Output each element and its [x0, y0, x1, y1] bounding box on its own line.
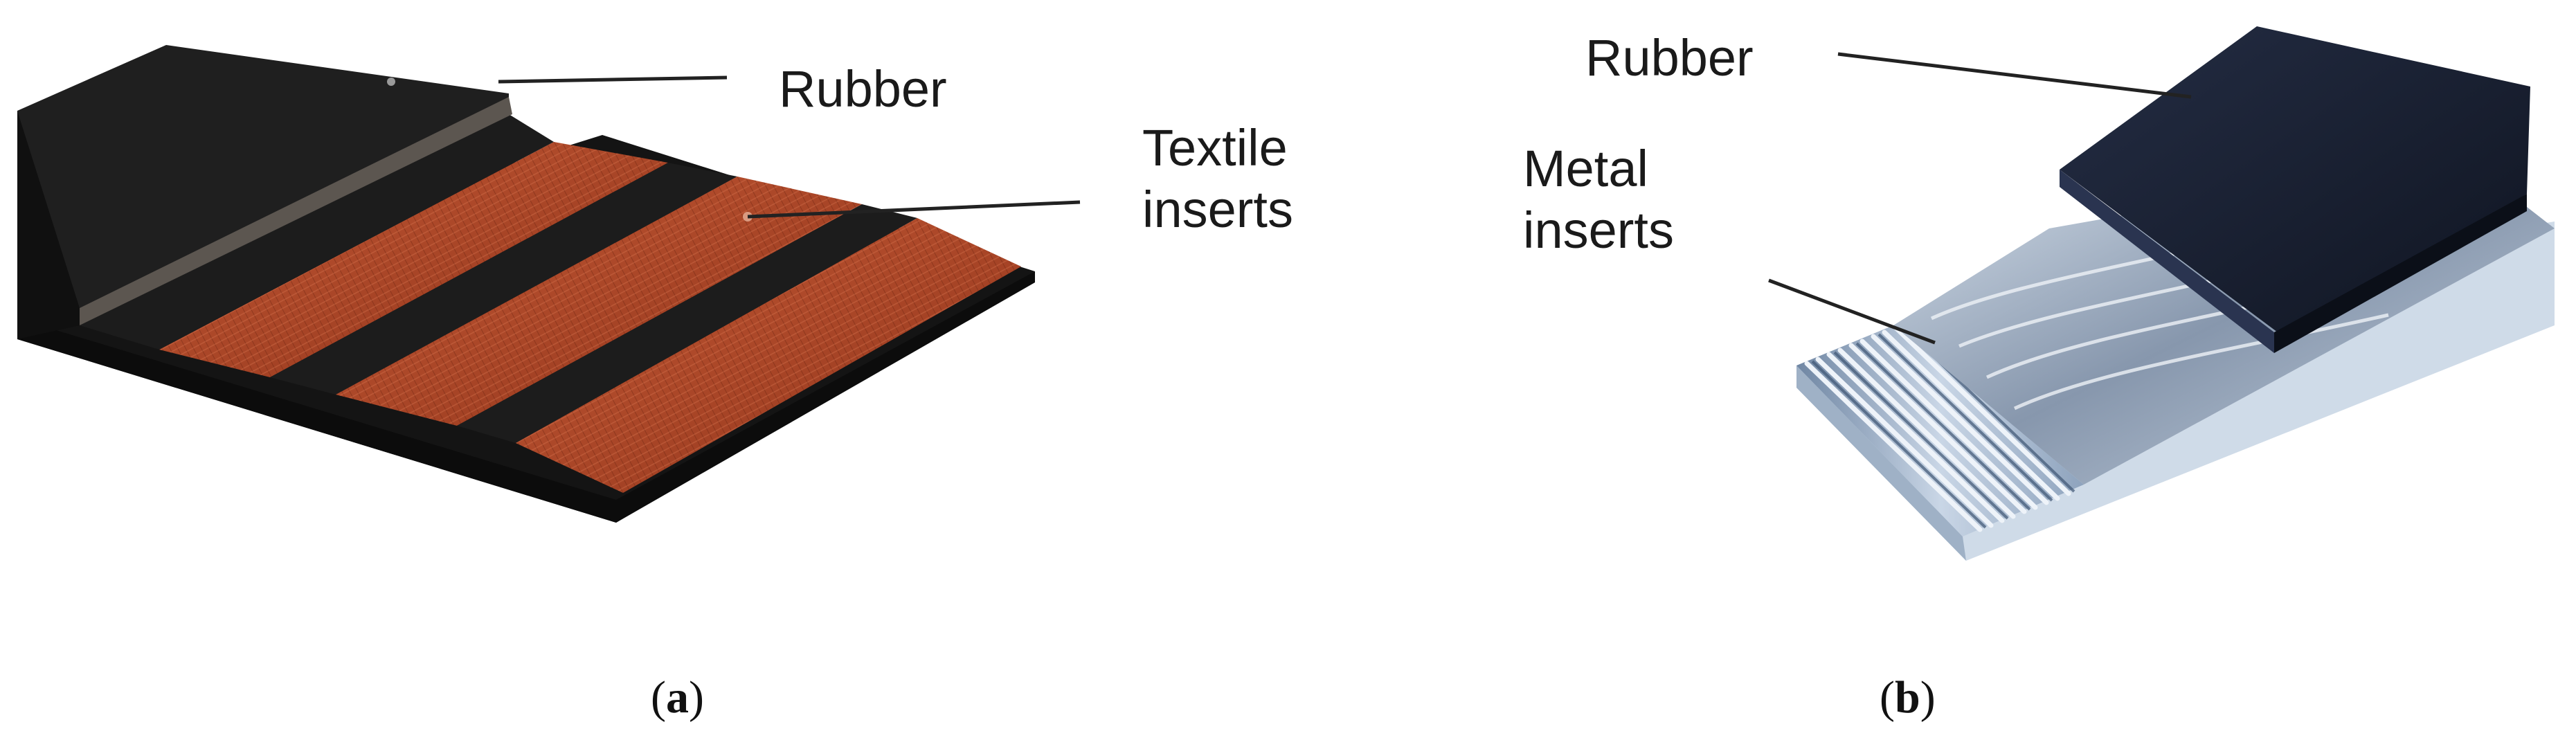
caption-b-letter: b — [1894, 672, 1920, 723]
metal-cord — [1871, 334, 2049, 505]
label-textile-line2: inserts — [1142, 180, 1293, 238]
rubber-gap-2 — [457, 204, 917, 443]
metal-cord — [1804, 361, 1983, 532]
rubber-gap-1 — [270, 163, 737, 395]
rubber-pointer-dot-a — [387, 78, 395, 86]
belt-bottom-front-face — [1796, 366, 1966, 561]
label-textile-line1: Textile — [1142, 119, 1288, 177]
metal-cords — [1804, 325, 2071, 532]
metal-cord — [1859, 339, 2038, 510]
rubber-top-cover-blue-side — [2274, 194, 2527, 353]
label-metal-line1: Metal — [1523, 140, 1648, 197]
label-rubber-a: Rubber — [779, 60, 947, 118]
belt-left-face — [17, 111, 80, 339]
rubber-top-cover-edge — [80, 97, 512, 325]
metal-cord — [1826, 352, 2005, 523]
textile-leader-line — [747, 200, 1081, 219]
metal-cord — [1848, 343, 2027, 514]
metal-cord — [1815, 357, 1994, 528]
steel-cord-belt — [1768, 26, 2555, 561]
caption-a: (a) — [651, 672, 704, 723]
label-metal-inserts: Metal inserts — [1523, 138, 1674, 262]
textile-belt — [17, 45, 1081, 523]
rubber-leader-line-a — [498, 75, 728, 84]
rubber-top-cover-blue-face — [2060, 170, 2274, 353]
textile-ply-1-weave — [159, 142, 668, 377]
rubber-top-cover-blue — [2060, 26, 2530, 350]
label-metal-line2: inserts — [1523, 201, 1674, 259]
label-textile-inserts: Textile inserts — [1142, 118, 1293, 241]
caption-b: (b) — [1880, 672, 1936, 723]
metal-leader-line — [1768, 278, 1936, 345]
metal-cord — [1893, 325, 2071, 496]
textile-ply-3-weave — [516, 218, 1021, 493]
belt-base-edge — [17, 271, 1035, 523]
label-rubber-b: Rubber — [1585, 29, 1754, 87]
textile-ply-2-weave — [336, 177, 862, 426]
rubber-top-cover — [17, 45, 509, 308]
metal-cord — [1882, 330, 2060, 501]
metal-cord — [1837, 348, 2016, 519]
caption-a-letter: a — [665, 672, 689, 723]
rubber-leader-line-b — [1837, 52, 2192, 99]
rubber-gap-0 — [80, 114, 554, 350]
